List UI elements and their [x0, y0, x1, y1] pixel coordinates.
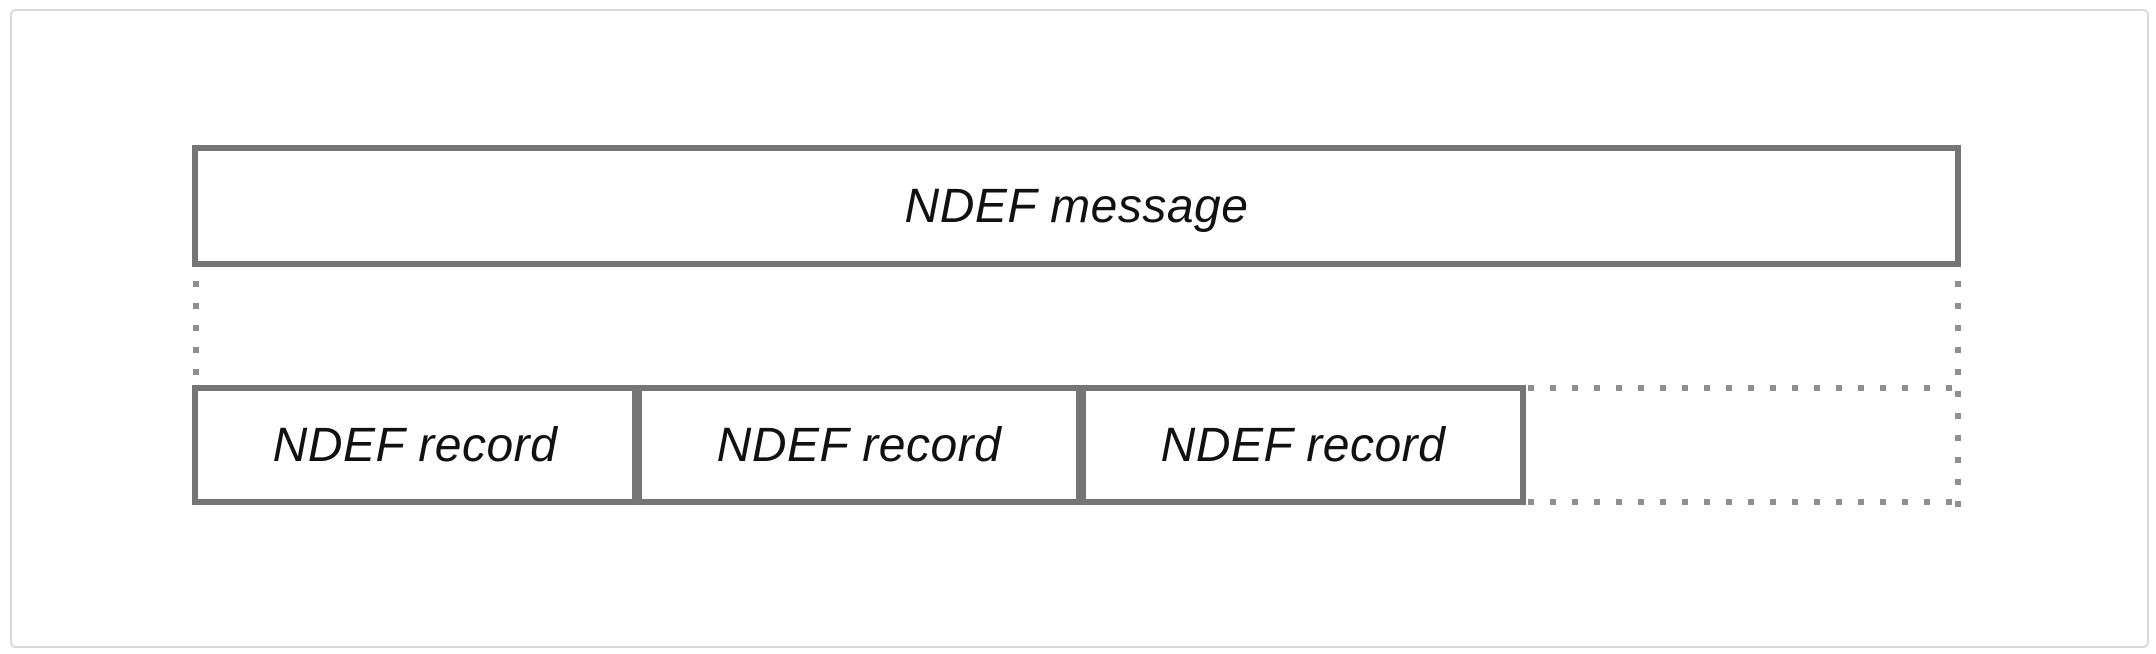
dotted-continuation-top [1528, 385, 1958, 391]
diagram-frame [10, 9, 2149, 648]
ndef-record-box-3: NDEF record [1080, 385, 1526, 505]
ndef-record-box-2: NDEF record [636, 385, 1082, 505]
ndef-records-row: NDEF record NDEF record NDEF record [192, 385, 1526, 505]
ndef-record-label-3: NDEF record [1160, 418, 1446, 472]
dotted-connector-right [1955, 281, 1961, 507]
ndef-record-label-2: NDEF record [716, 418, 1002, 472]
ndef-record-box-1: NDEF record [192, 385, 638, 505]
dotted-connector-left [193, 281, 199, 377]
ndef-record-label-1: NDEF record [272, 418, 558, 472]
dotted-continuation-bottom [1528, 499, 1958, 505]
ndef-message-label: NDEF message [904, 179, 1249, 233]
ndef-message-box: NDEF message [192, 145, 1961, 267]
